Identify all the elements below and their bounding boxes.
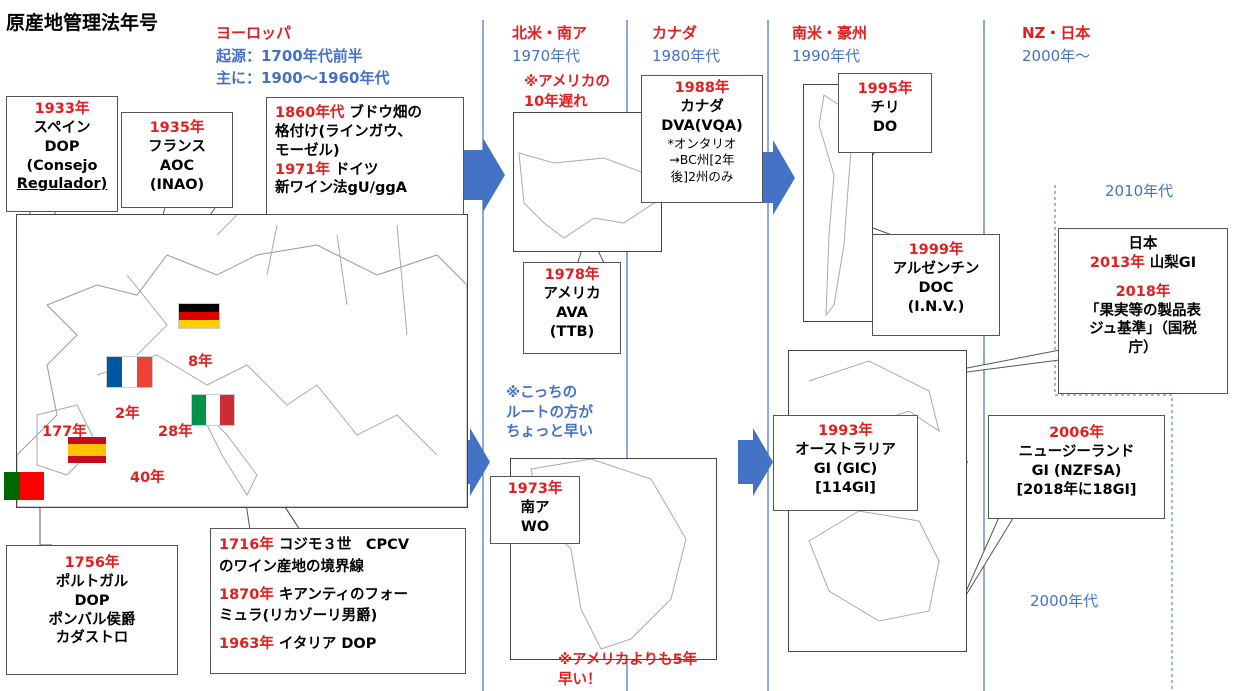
header-nz-jp: NZ・日本 xyxy=(1022,24,1091,42)
callout-australia: 1993年 オーストラリア GI (GIC) [114GI] xyxy=(773,415,918,511)
header-canada: カナダ xyxy=(652,24,698,42)
callout-canada: 1988年 カナダ DVA(VQA) *オンタリオ →BC州[2年 後]2州のみ xyxy=(641,75,763,203)
header-canada-decade: 1980年代 xyxy=(652,47,721,65)
europe-map xyxy=(16,214,468,508)
header-na-sa: 北米・南ア xyxy=(512,24,588,42)
spain-flag xyxy=(68,437,106,463)
france-flag xyxy=(106,356,153,388)
header-sa-au-decade: 1990年代 xyxy=(792,47,861,65)
note-route: ※こっちの ルートの方が ちょっと早い xyxy=(506,385,593,441)
dashed-divider xyxy=(1054,185,1173,690)
header-europe: ヨーロッパ xyxy=(216,24,292,42)
decade-2010-label: 2010年代 xyxy=(1105,182,1174,200)
callout-germany: 1860年代 ブドウ畑の 格付け(ラインガウ、 モーゼル) 1971年 ドイツ … xyxy=(266,97,464,215)
gap-france-spain: 2年 xyxy=(115,406,140,422)
header-na-sa-decade: 1970年代 xyxy=(512,47,581,65)
page-title: 原産地管理法年号 xyxy=(6,12,159,34)
callout-south-africa: 1973年 南ア WO xyxy=(490,476,580,544)
note-america-late: ※アメリカの 10年遅れ xyxy=(524,74,610,110)
portugal-flag xyxy=(4,472,44,500)
callout-japan: 日本 2013年 山梨GI 2018年 「果実等の製品表 ジュ基準」（国税 庁） xyxy=(1058,228,1228,394)
header-europe-main: 主に：1900〜1960年代 xyxy=(216,69,390,87)
callout-spain: 1933年 スペイン DOP (Consejo Regulador) xyxy=(6,96,118,212)
callout-chile: 1995年 チリ DO xyxy=(838,73,932,153)
header-sa-au: 南米・豪州 xyxy=(792,24,868,42)
callout-italy: 1716年 コジモ３世 CPCV のワイン産地の境界線 1870年 キアンティの… xyxy=(210,528,466,674)
gap-spain-portugal: 177年 xyxy=(42,424,87,440)
italy-flag xyxy=(191,394,235,426)
header-europe-origin: 起源：1700年代前半 xyxy=(216,47,363,65)
decade-2000-label: 2000年代 xyxy=(1030,592,1099,610)
header-nz-jp-decade: 2000年〜 xyxy=(1022,47,1091,65)
callout-new-zealand: 2006年 ニュージーランド GI (NZFSA) [2018年に18GI] xyxy=(988,415,1165,519)
callout-france: 1935年 フランス AOC (INAO) xyxy=(121,112,233,208)
callout-usa: 1978年 アメリカ AVA (TTB) xyxy=(523,262,621,354)
north-america-map xyxy=(513,112,662,252)
note-sa-early: ※アメリカよりも5年 早い！ xyxy=(558,652,698,688)
callout-portugal: 1756年 ポルトガル DOP ポンバル侯爵 カダストロ xyxy=(6,545,178,675)
callout-argentina: 1999年 アルゼンチン DOC (I.N.V.) xyxy=(872,234,1000,336)
germany-flag xyxy=(178,303,220,329)
gap-portugal-italy: 40年 xyxy=(130,470,165,486)
gap-germany-italy: 8年 xyxy=(188,354,213,370)
gap-italy-france: 28年 xyxy=(158,424,193,440)
